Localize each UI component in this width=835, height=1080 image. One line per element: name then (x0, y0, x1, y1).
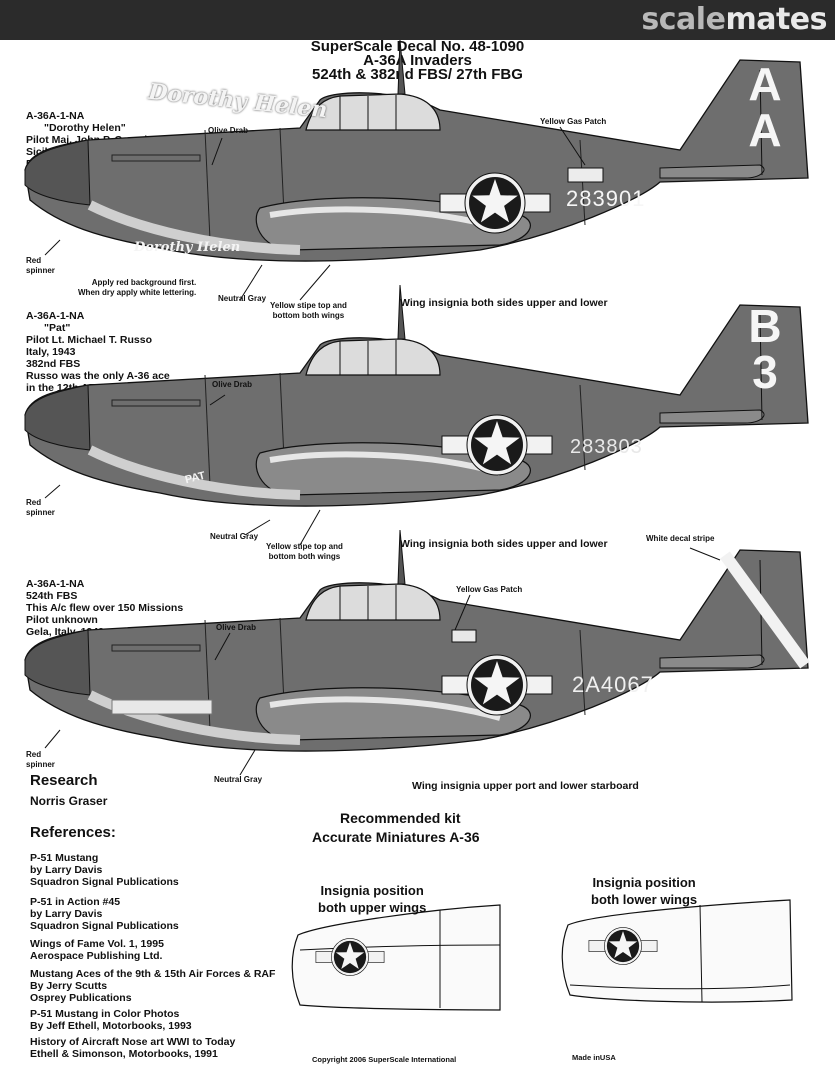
reference-item: Mustang Aces of the 9th & 15th Air Force… (30, 968, 276, 1004)
aircraft-1-tail-code: AA (739, 58, 791, 150)
reference-item: History of Aircraft Nose art WWI to Toda… (30, 1036, 236, 1060)
aircraft-1-yellow-stripe-label: Yellow stipe top and bottom both wings (270, 301, 347, 320)
research-name: Norris Graser (30, 794, 108, 808)
reference-item: P-51 Mustang by Larry Davis Squadron Sig… (30, 852, 179, 888)
aircraft-2-olive-drab-label: Olive Drab (212, 380, 253, 389)
aircraft-1-apply-note: Apply red background first. When dry app… (78, 278, 197, 297)
upper-wing-insignia-label: Insignia position both upper wings (318, 883, 427, 915)
made-in: Made inUSA (572, 1053, 616, 1062)
kit-name: Accurate Miniatures A-36 (312, 829, 480, 845)
aircraft-1-nose-art-fuselage: Dorothy Helen (134, 240, 241, 255)
subtitle-units: 524th & 382nd FBS/ 27th FBG (312, 66, 523, 83)
aircraft-1-spinner-label: Red spinner (26, 256, 55, 275)
lower-wing-diagram (561, 899, 793, 1003)
aircraft-2-neutral-gray-label: Neutral Gray (210, 532, 259, 541)
aircraft-3-tail-stripe (720, 551, 810, 669)
aircraft-2-info: A-36A-1-NA"Pat"Pilot Lt. Michael T. Russ… (26, 310, 170, 394)
aircraft-1-nose-art-logo: Dorothy Helen (147, 78, 329, 124)
aircraft-3-wing-note: Wing insignia upper port and lower starb… (412, 780, 639, 792)
aircraft-3-neutral-gray-label: Neutral Gray (214, 775, 263, 784)
aircraft-3-mission-marks (111, 699, 213, 715)
aircraft-1-gas-patch (567, 167, 604, 183)
copyright: Copyright 2006 SuperScale International (312, 1055, 457, 1064)
aircraft-2-yellow-stripe-label: Yellow stipe top and bottom both wings (266, 542, 343, 561)
site-header-bar: scalemates (0, 0, 835, 40)
reference-item: P-51 Mustang in Color Photos By Jeff Eth… (30, 1008, 192, 1032)
aircraft-1-serial: 283901 (566, 186, 646, 211)
aircraft-3-serial: 2A4067 (572, 672, 654, 697)
aircraft-3-gas-patch-label: Yellow Gas Patch (456, 585, 523, 594)
aircraft-2-nose-art: PAT (183, 469, 207, 487)
aircraft-1-roundel (439, 172, 551, 234)
aircraft-1-neutral-gray-label: Neutral Gray (218, 294, 267, 303)
aircraft-1-olive-drab-label: Olive Drab (208, 126, 249, 135)
aircraft-2-spinner-label: Red spinner (26, 498, 55, 517)
aircraft-3-gas-patch (451, 629, 477, 643)
aircraft-1-wing-note: Wing insignia both sides upper and lower (400, 297, 608, 309)
aircraft-3-olive-drab-label: Olive Drab (216, 623, 257, 632)
aircraft-2-roundel (441, 414, 553, 476)
aircraft-2-wing-note: Wing insignia both sides upper and lower (400, 538, 608, 550)
aircraft-3-spinner-label: Red spinner (26, 750, 55, 769)
research-heading: Research (30, 772, 98, 789)
aircraft-3-profile (25, 530, 808, 751)
site-logo[interactable]: scalemates (641, 2, 827, 37)
reference-item: P-51 in Action #45 by Larry Davis Squadr… (30, 896, 179, 932)
aircraft-3-white-stripe-label: White decal stripe (646, 534, 715, 543)
kit-heading: Recommended kit (340, 810, 461, 826)
aircraft-1-info: A-36A-1-NA"Dorothy Helen"Pilot Maj. John… (26, 110, 158, 170)
aircraft-3-roundel (441, 654, 553, 716)
references-heading: References: (30, 824, 116, 841)
aircraft-1-gas-patch-label: Yellow Gas Patch (540, 117, 607, 126)
upper-wing-diagram (291, 904, 501, 1011)
reference-item: Wings of Fame Vol. 1, 1995 Aerospace Pub… (30, 938, 164, 962)
aircraft-2-serial: 283803 (570, 436, 643, 458)
lower-wing-insignia-label: Insignia position both lower wings (591, 875, 698, 907)
aircraft-2-tail-code: B3 (739, 300, 791, 392)
